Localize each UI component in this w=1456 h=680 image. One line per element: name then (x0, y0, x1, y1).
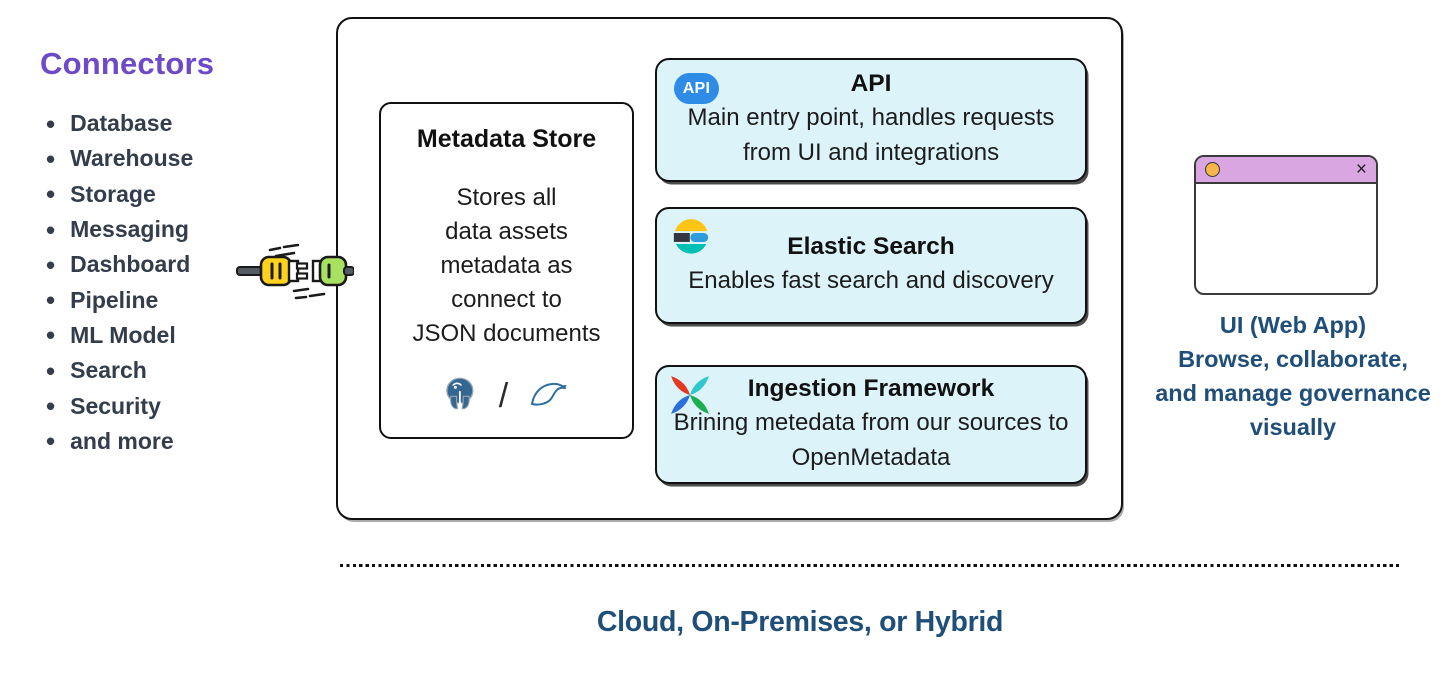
list-item-pipeline: Pipeline (46, 282, 193, 317)
metadata-store-description: Stores all data assets metadata as conne… (412, 184, 601, 347)
connectors-list: Database Warehouse Storage Messaging Das… (46, 106, 193, 459)
list-item-database: Database (46, 106, 193, 141)
elasticsearch-icon (671, 217, 711, 262)
list-item-search: Search (46, 353, 193, 388)
window-titlebar: × (1196, 157, 1376, 184)
window-close-icon: × (1355, 159, 1367, 180)
ui-web-app-caption: UI (Web App) Browse, collaborate, and ma… (1155, 312, 1431, 440)
airflow-icon (669, 374, 711, 421)
elastic-search-component-box: Elastic Search Enables fast search and d… (655, 207, 1087, 324)
elastic-search-title: Elastic Search (787, 233, 955, 260)
browser-window-illustration: × (1194, 155, 1378, 295)
api-component-box: API API Main entry point, handles reques… (655, 58, 1087, 182)
window-control-circle-icon (1205, 162, 1220, 177)
metadata-store-box: Metadata Store Stores all data assets me… (379, 102, 634, 439)
ingestion-framework-component-box: Ingestion Framework Brining metedata fro… (655, 365, 1087, 484)
dotted-divider (340, 564, 1400, 568)
elastic-search-description: Enables fast search and discovery (688, 267, 1054, 294)
list-item-dashboard: Dashboard (46, 247, 193, 282)
ingestion-framework-title: Ingestion Framework (747, 374, 995, 402)
list-item-warehouse: Warehouse (46, 141, 193, 176)
ingestion-framework-description: Brining metedata from our sources to Ope… (673, 408, 1069, 471)
postgresql-icon (443, 376, 479, 417)
slash-separator: / (498, 377, 509, 415)
list-item-storage: Storage (46, 177, 193, 212)
database-icons-row: / (381, 376, 632, 417)
list-item-security: Security (46, 388, 193, 423)
deployment-footer-label: Cloud, On-Premises, or Hybrid (596, 606, 1004, 638)
list-item-messaging: Messaging (46, 212, 193, 247)
metadata-store-title: Metadata Store (416, 125, 597, 153)
platform-box: Metadata Store Stores all data assets me… (336, 17, 1123, 520)
list-item-ml-model: ML Model (46, 318, 193, 353)
mysql-icon (528, 378, 570, 415)
api-description: Main entry point, handles requests from … (687, 104, 1055, 166)
plug-connection-icon (236, 241, 355, 303)
api-icon: API (674, 73, 719, 104)
connectors-title: Connectors (40, 46, 215, 81)
api-title: API (850, 70, 892, 97)
list-item-and-more: and more (46, 424, 193, 459)
